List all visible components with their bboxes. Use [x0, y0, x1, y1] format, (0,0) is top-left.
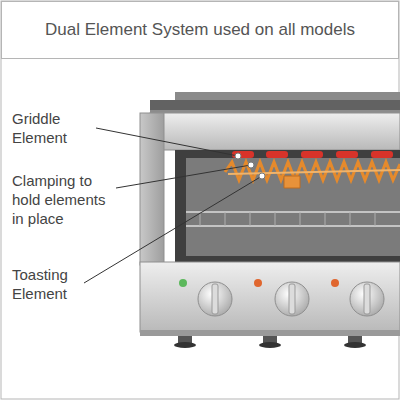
leader-dot	[235, 153, 241, 159]
indicator-light	[331, 279, 339, 287]
callout-label: Griddle Element	[12, 109, 96, 147]
control-knob	[198, 282, 232, 316]
griddle-element	[232, 151, 254, 158]
foot-pad	[344, 342, 366, 348]
griddle-element	[301, 151, 323, 158]
top-frame	[150, 113, 400, 150]
knob-grip	[212, 284, 218, 314]
title-text: Dual Element System used on all models	[45, 20, 355, 40]
control-knob	[350, 282, 384, 316]
foot-pad	[174, 342, 196, 348]
title-box: Dual Element System used on all models	[1, 1, 399, 59]
griddle-element	[266, 151, 288, 158]
callout-label: Clamping to hold elements in place	[12, 171, 120, 228]
griddle-plate	[150, 100, 400, 113]
leader-dot	[248, 162, 254, 168]
knob-grip	[364, 284, 370, 314]
indicator-light	[179, 279, 187, 287]
control-panel	[140, 262, 400, 332]
rack-rail	[186, 211, 400, 213]
callout-label: Toasting Element	[12, 265, 96, 303]
leader-line	[84, 176, 262, 283]
toasting-element	[225, 162, 400, 180]
leader-line	[96, 128, 238, 156]
base-plinth	[140, 330, 400, 336]
toasting-element-rod	[228, 170, 400, 174]
leader-line	[116, 165, 251, 188]
rack-rail	[186, 225, 400, 227]
knob-grip	[289, 284, 295, 314]
oven-back	[186, 158, 400, 256]
indicator-light	[254, 279, 262, 287]
griddle-element	[371, 151, 393, 158]
control-knob	[275, 282, 309, 316]
oven-opening	[175, 150, 400, 262]
foot-pad	[259, 342, 281, 348]
leader-dot	[259, 173, 265, 179]
griddle-element	[336, 151, 358, 158]
clamp-bracket	[284, 176, 300, 188]
rack-bars	[200, 212, 375, 226]
